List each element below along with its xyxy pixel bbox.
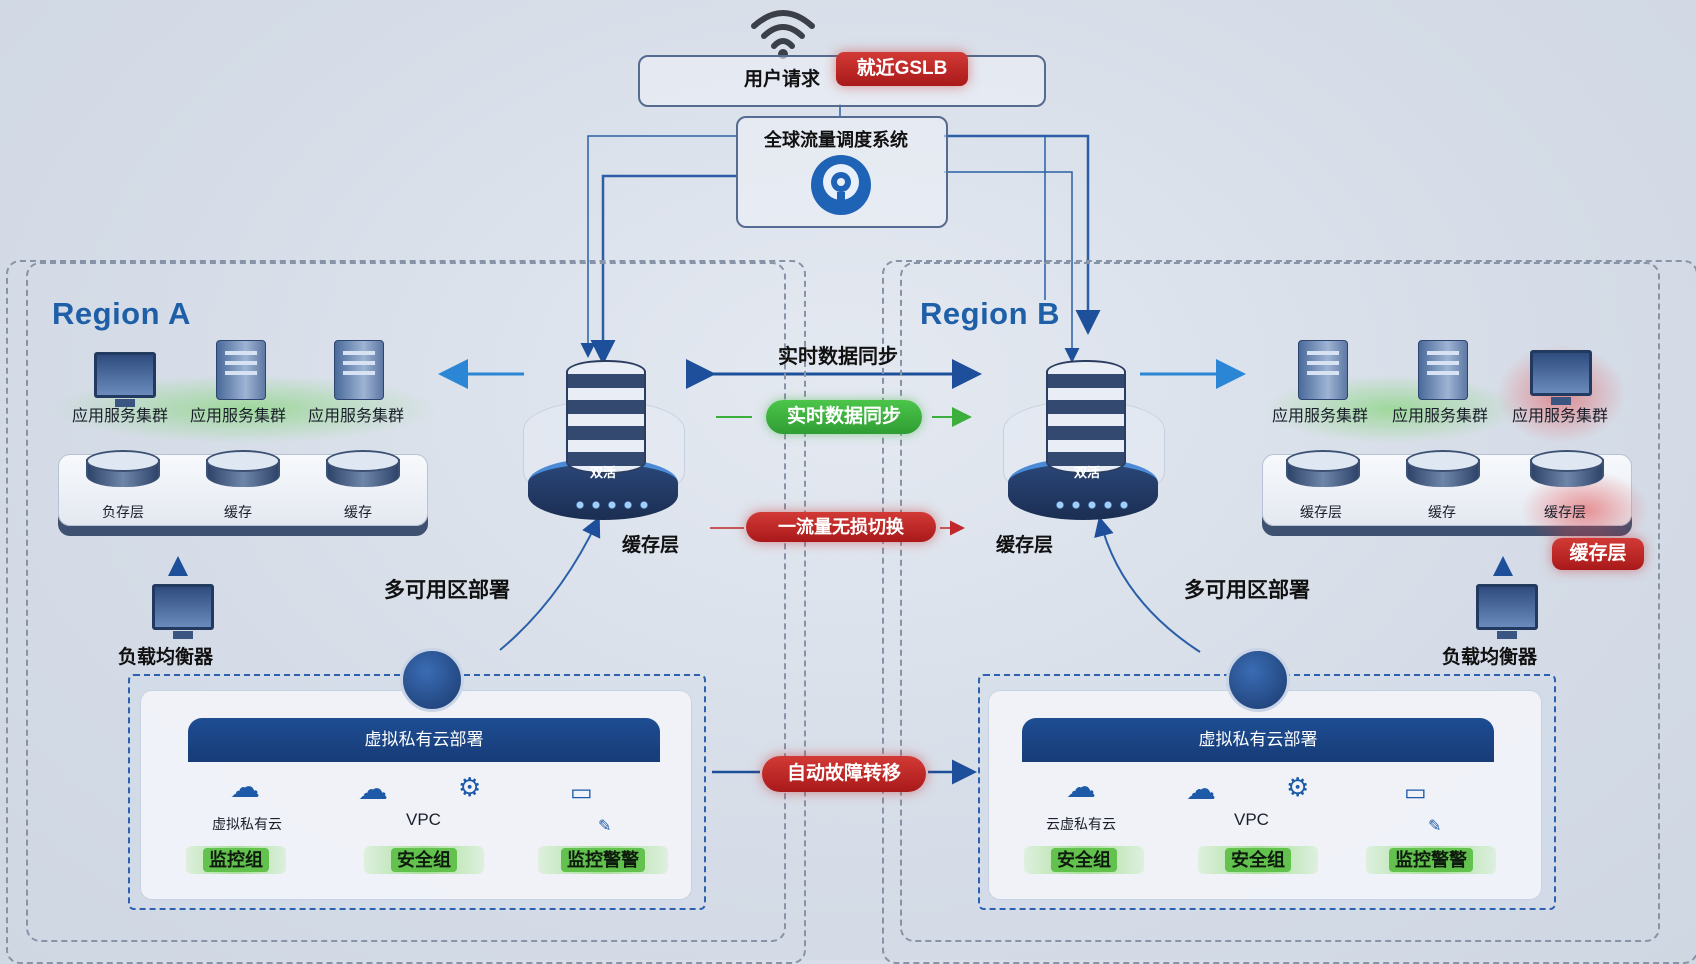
cache-disk-icon: [86, 450, 160, 494]
group-badge-b1: 安全组: [1024, 846, 1144, 874]
app-cluster-label-a2: 应用服务集群: [190, 408, 287, 425]
app-cluster-label-b3: 应用服务集群: [1512, 408, 1609, 425]
network-switch-icon: ▭: [1404, 779, 1427, 806]
gslb-badge: 就近GSLB: [836, 52, 968, 86]
vpc-header-b: 虚拟私有云部署: [1022, 718, 1494, 762]
region-b-title: Region B: [920, 296, 1061, 331]
load-balancer-icon: [152, 584, 214, 639]
group-badge-a1: 监控组: [186, 846, 286, 874]
group-badge-b2: 安全组: [1198, 846, 1318, 874]
user-request-label: 用户请求: [744, 69, 821, 90]
global-traffic-system-label: 全球流量调度系统: [764, 130, 908, 150]
server-tower-icon: [1418, 340, 1468, 400]
region-b-inner-frame: [900, 262, 1660, 942]
group-badge-b3: 监控警警: [1366, 846, 1496, 874]
group-badge-a2: 安全组: [364, 846, 484, 874]
load-balancer-icon: [1476, 584, 1538, 639]
cache-disk-icon: [326, 450, 400, 494]
vpc-cloud-icon: ☁: [358, 773, 388, 806]
auto-failover-badge: 自动故障转移: [762, 756, 926, 792]
multi-az-label-b: 多可用区部署: [1184, 579, 1310, 602]
active-active-db-hub-a: [523, 360, 685, 520]
load-balancer-label-b: 负载均衡器: [1442, 647, 1538, 668]
cloud-water-icon: [400, 648, 464, 712]
settings-icon: ⚙: [1286, 772, 1310, 802]
scheduler-logo-icon: [808, 152, 874, 218]
cloud-icon: ☁: [1066, 771, 1096, 804]
edit-icon: ✎: [598, 818, 612, 835]
region-a-inner-frame: [26, 262, 786, 942]
multi-az-label-a: 多可用区部署: [384, 579, 510, 602]
lossless-switch-badge: 一流量无损切换: [746, 512, 936, 542]
server-tower-icon: [1298, 340, 1348, 400]
group-badge-a3: 监控警警: [538, 846, 668, 874]
active-active-db-hub-b: [1003, 360, 1165, 520]
settings-icon: ⚙: [458, 772, 482, 802]
hub-label-a: 双活: [590, 465, 617, 480]
load-balancer-label-a: 负载均衡器: [118, 647, 214, 668]
region-a-title: Region A: [52, 296, 191, 331]
hub-label-b: 双活: [1074, 465, 1101, 480]
hub-caption-b: 缓存层: [996, 535, 1054, 556]
server-monitor-icon: [1530, 350, 1592, 405]
cloud-water-icon: [1226, 648, 1290, 712]
cache-disk-icon: [206, 450, 280, 494]
cache-label-b3: 缓存层: [1544, 504, 1586, 520]
private-cloud-label-a: 虚拟私有云: [212, 816, 282, 832]
vpc-label-a: VPC: [406, 810, 441, 829]
app-cluster-label-a3: 应用服务集群: [308, 408, 405, 425]
server-monitor-icon: [94, 352, 156, 407]
private-cloud-label-b: 云虚私有云: [1046, 816, 1116, 832]
cache-label-a1: 负存层: [102, 504, 144, 520]
cache-disk-icon: [1530, 450, 1604, 494]
app-cluster-label-a1: 应用服务集群: [72, 408, 169, 425]
vpc-header-a: 虚拟私有云部署: [188, 718, 660, 762]
cache-label-b2: 缓存: [1428, 504, 1456, 520]
cache-label-a2: 缓存: [224, 504, 252, 520]
cache-label-b1: 缓存层: [1300, 504, 1342, 520]
cloud-icon: ☁: [230, 771, 260, 804]
edit-icon: ✎: [1428, 818, 1442, 835]
cache-disk-icon: [1286, 450, 1360, 494]
cache-disk-icon: [1406, 450, 1480, 494]
hub-caption-a: 缓存层: [622, 535, 680, 556]
sync-badge-green: 实时数据同步: [766, 400, 922, 434]
network-switch-icon: ▭: [570, 779, 593, 806]
wifi-icon: [750, 6, 816, 60]
vpc-cloud-icon: ☁: [1186, 773, 1216, 806]
server-tower-icon: [334, 340, 384, 400]
cache-label-a3: 缓存: [344, 504, 372, 520]
vpc-label-b: VPC: [1234, 810, 1269, 829]
app-cluster-label-b2: 应用服务集群: [1392, 408, 1489, 425]
app-cluster-label-b1: 应用服务集群: [1272, 408, 1369, 425]
cache-layer-alert-badge: 缓存层: [1552, 538, 1644, 570]
sync-label-top: 实时数据同步: [778, 346, 898, 368]
server-tower-icon: [216, 340, 266, 400]
